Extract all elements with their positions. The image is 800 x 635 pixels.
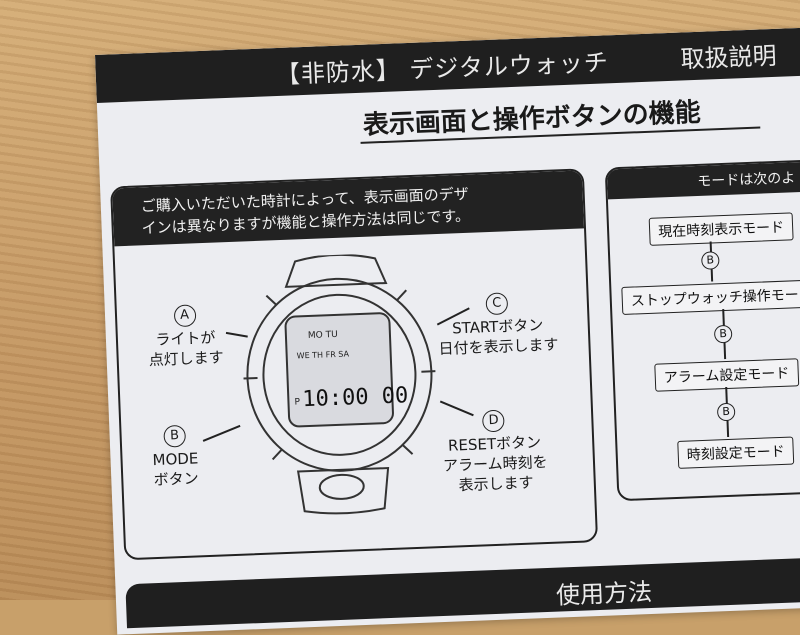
button-c-line2: 日付を表示します [438,335,559,359]
button-d-label: D RESETボタン アラーム時刻を 表示します [441,407,549,496]
button-b-line2: ボタン [153,469,200,490]
button-d-line1: RESETボタン [447,433,542,455]
button-a-line1: ライトが [155,328,216,349]
button-a-line2: 点灯します [148,348,225,370]
button-b-leader [202,424,241,442]
mode-b-icon-3: B [716,402,736,422]
watch-bezel-inner [262,293,417,456]
button-d-line3: 表示します [458,473,534,495]
mode-current-time: 現在時刻表示モード [648,212,794,246]
manual-label: 取扱説明 [680,41,778,74]
mode-stopwatch: ストップウォッチ操作モード [621,279,800,315]
button-b-label: B MODE ボタン [151,423,199,490]
button-c-mark: C [485,292,509,316]
watch-illustration: MO TU WE TH FR SA P 10:00 00 [243,253,436,515]
mode-flow-title: モードは次のよ [697,170,796,190]
button-c-label: C STARTボタン 日付を表示します [436,289,559,359]
mode-time-setting: 時刻設定モード [677,436,795,469]
watch-time: 10:00 00 [302,383,409,412]
watch-days-bottom: WE TH FR SA [297,349,350,360]
mode-b-icon-2: B [713,324,733,344]
watch-days-top: MO TU [308,330,338,341]
button-d-mark: D [482,409,506,433]
button-b-mark: B [163,424,186,448]
button-a-mark: A [173,304,196,328]
watch-screen [284,312,394,428]
watch-pm-mark: P [294,397,300,407]
button-b-line1: MODE [152,449,199,470]
watch-strap-bottom [296,467,390,515]
watch-crown [318,473,365,500]
button-a-label: A ライトが 点灯します [147,302,224,370]
mode-flow-panel: モードは次のよ 現在時刻表示モード B ストップウォッチ操作モード B アラーム… [604,156,800,502]
watch-strap-top [284,253,388,288]
usage-title: 使用方法 [555,578,653,610]
button-c-line1: STARTボタン [451,315,544,338]
usage-header-bar [125,555,800,629]
instruction-sheet: 【非防水】 デジタルウォッチ 取扱説明 表示画面と操作ボタンの機能 ご購入いただ… [95,25,800,635]
button-d-line2: アラーム時刻を [442,452,548,475]
display-buttons-panel: ご購入いただいた時計によって、表示画面のデザ インは異なりますが機能と操作方法は… [110,168,599,561]
section-title: 表示画面と操作ボタンの機能 [362,97,702,141]
mode-b-icon-1: B [701,251,720,270]
